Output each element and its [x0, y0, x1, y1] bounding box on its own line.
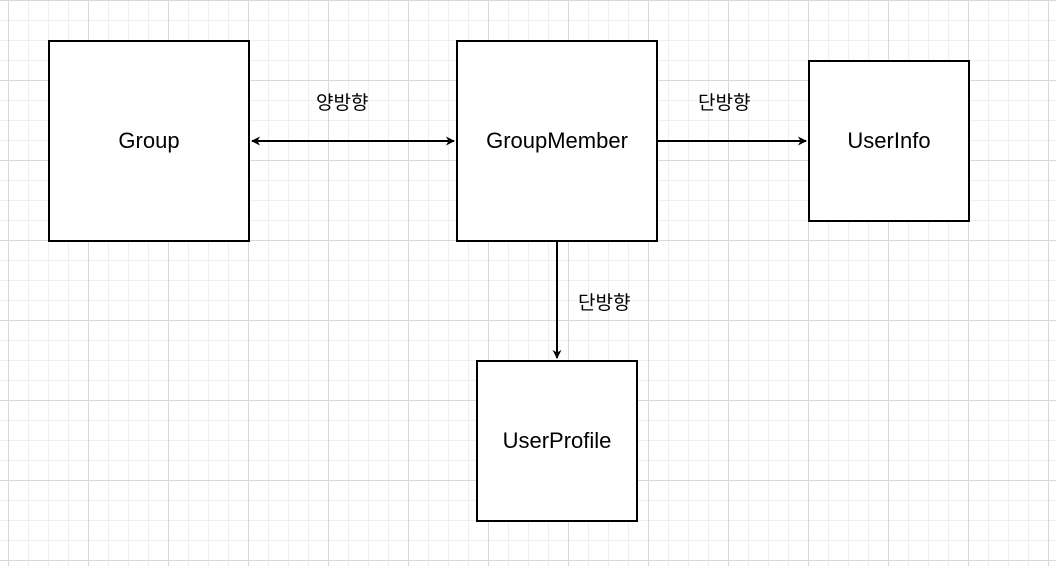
edge-label-unidirectional-userinfo: 단방향 — [698, 92, 751, 114]
node-user-profile-label: UserProfile — [502, 428, 612, 453]
edge-label-unidirectional-userprofile: 단방향 — [578, 292, 631, 314]
node-group-member-label: GroupMember — [486, 128, 628, 153]
edge-label-bidirectional: 양방향 — [316, 92, 369, 114]
node-user-info[interactable]: UserInfo — [808, 60, 970, 222]
node-user-info-label: UserInfo — [847, 128, 931, 153]
node-group-label: Group — [118, 128, 180, 153]
node-group-member[interactable]: GroupMember — [456, 40, 658, 242]
node-group[interactable]: Group — [48, 40, 250, 242]
node-user-profile[interactable]: UserProfile — [476, 360, 638, 522]
